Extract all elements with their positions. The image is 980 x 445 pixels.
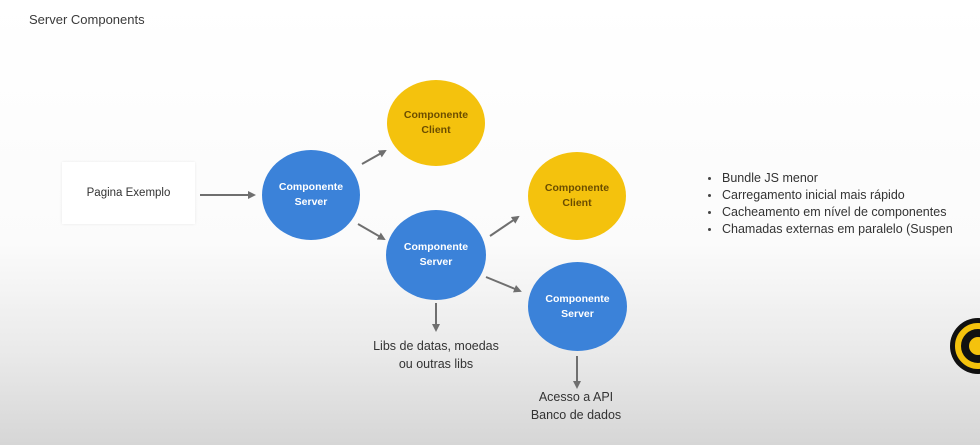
client-component-node-2: Componente Client [528, 152, 626, 240]
arrow-server1-to-client1 [361, 150, 387, 165]
benefits-list: Bundle JS menor Carregamento inicial mai… [706, 170, 953, 238]
benefit-item: Cacheamento em nível de componentes [706, 204, 953, 221]
client-component-label-1: Componente Client [403, 109, 469, 136]
server-component-node-2: Componente Server [386, 210, 486, 300]
server-component-node-1: Componente Server [262, 150, 360, 240]
benefit-item: Bundle JS menor [706, 170, 953, 187]
client-component-label-2: Componente Client [544, 182, 610, 209]
page-example-box: Pagina Exemplo [62, 162, 195, 224]
server-component-label-2: Componente Server [403, 241, 469, 268]
api-note: Acesso a API Banco de dados [530, 390, 622, 422]
slide-title: Server Components [29, 12, 145, 27]
benefit-item: Chamadas externas em paralelo (Suspen [706, 221, 953, 238]
libs-note: Libs de datas, moedas ou outras libs [373, 339, 499, 371]
arrow-server2-to-client2 [489, 215, 520, 237]
server-component-label-1: Componente Server [278, 181, 344, 208]
channel-logo [950, 318, 980, 374]
server-component-node-3: Componente Server [528, 262, 627, 351]
arrow-server1-to-server2 [357, 223, 386, 240]
client-component-node-1: Componente Client [387, 80, 485, 166]
benefit-item: Carregamento inicial mais rápido [706, 187, 953, 204]
arrow-server2-to-server3 [485, 276, 522, 293]
server-component-label-3: Componente Server [545, 292, 610, 320]
page-example-label: Pagina Exemplo [86, 187, 171, 199]
